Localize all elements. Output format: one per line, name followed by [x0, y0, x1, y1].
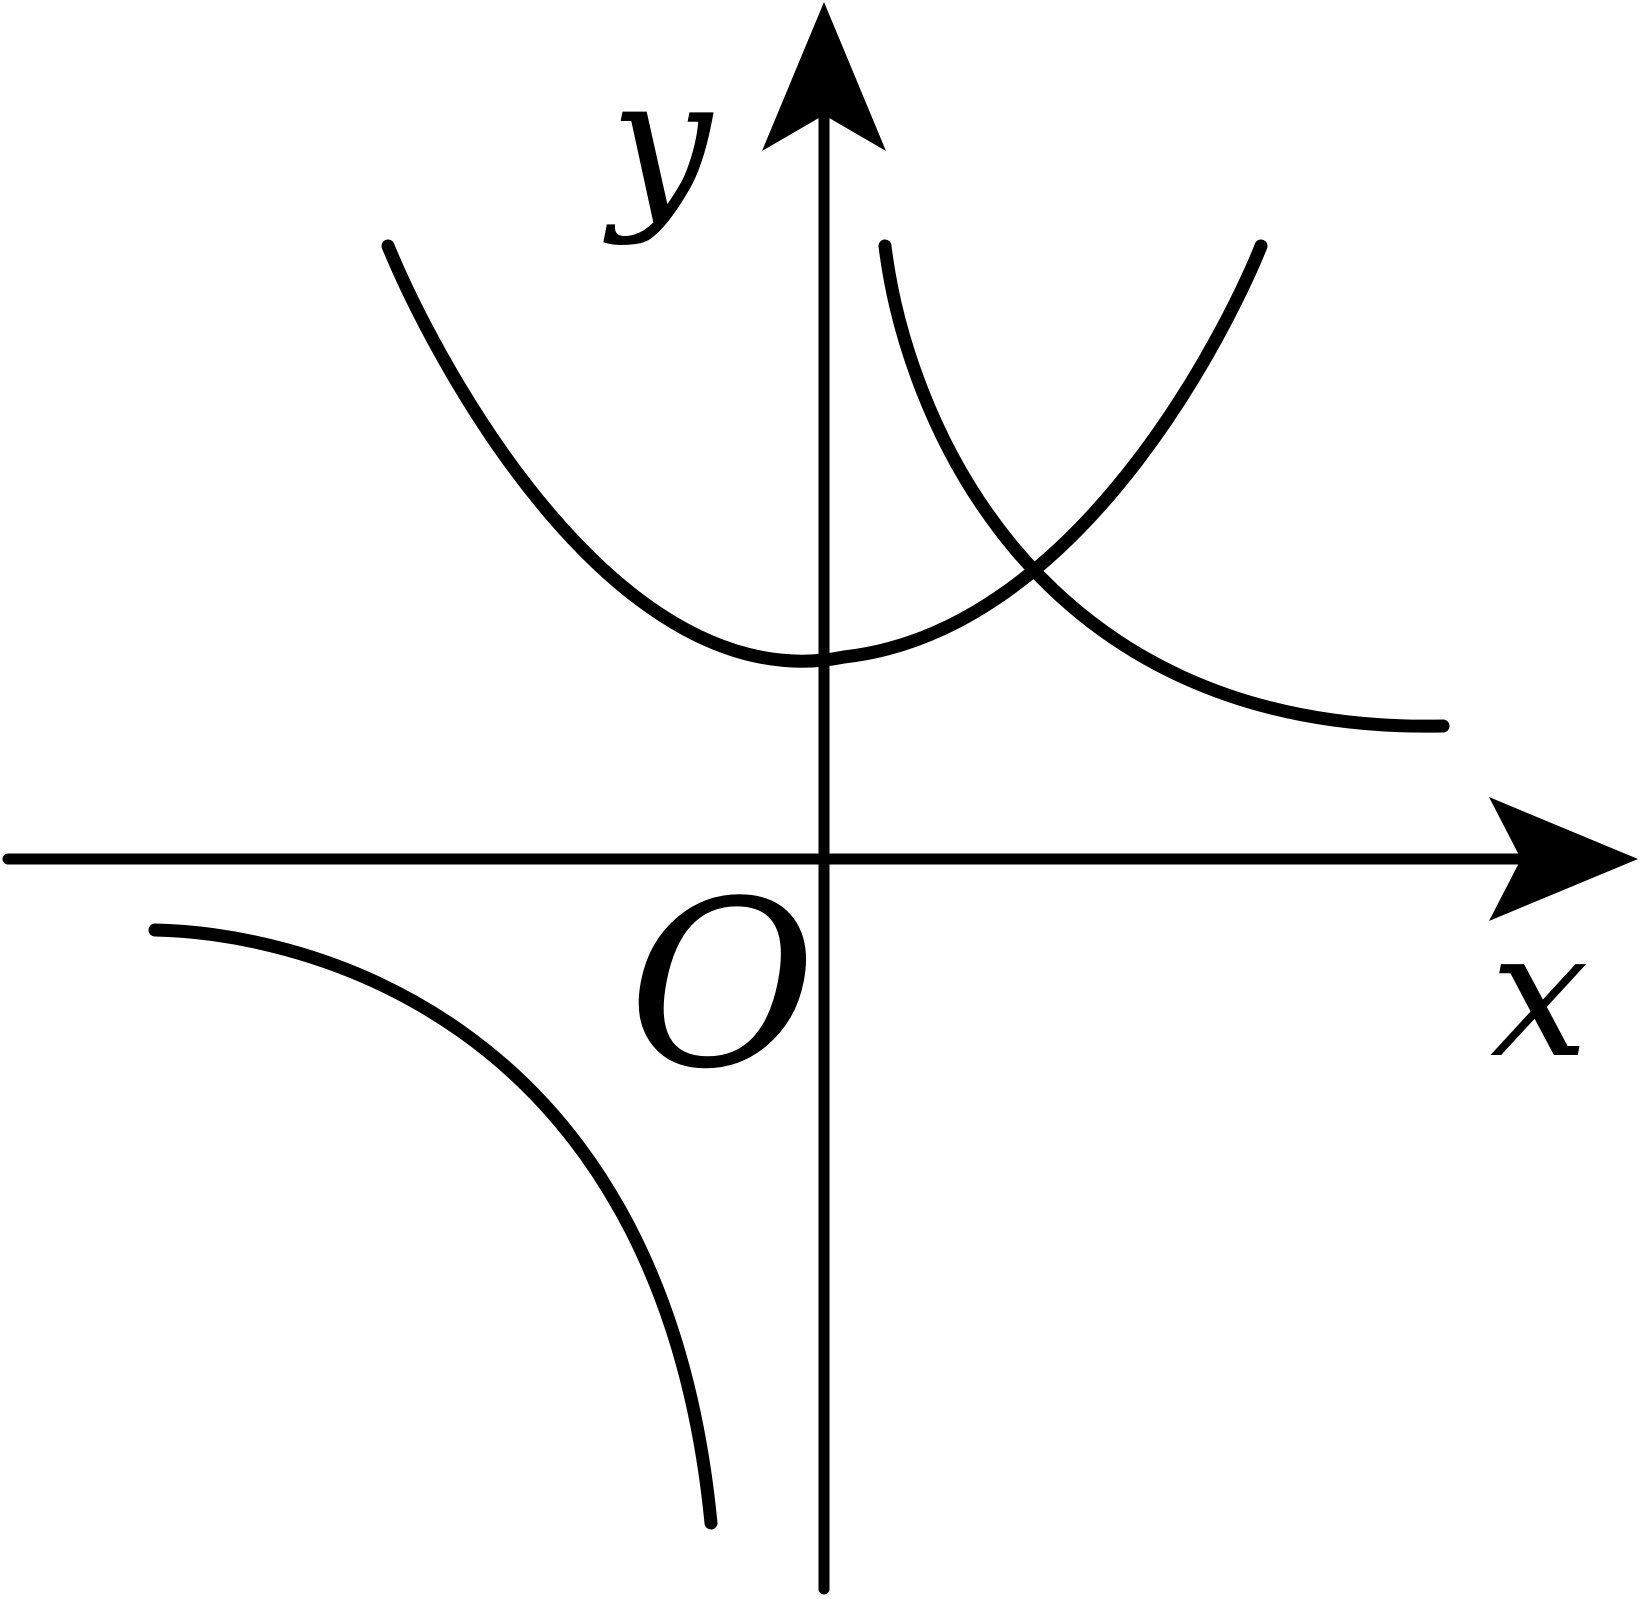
parabola-curve	[381, 239, 1268, 668]
y-axis-arrowhead	[762, 2, 886, 151]
curve-third-quadrant	[148, 923, 718, 1530]
x-axis-label: x	[1490, 894, 1589, 1097]
y-axis-label: y	[603, 39, 714, 248]
origin-label: O	[628, 853, 817, 1120]
x-axis-arrowhead	[1489, 797, 1638, 921]
decreasing-curve-first-quadrant	[878, 239, 1450, 733]
